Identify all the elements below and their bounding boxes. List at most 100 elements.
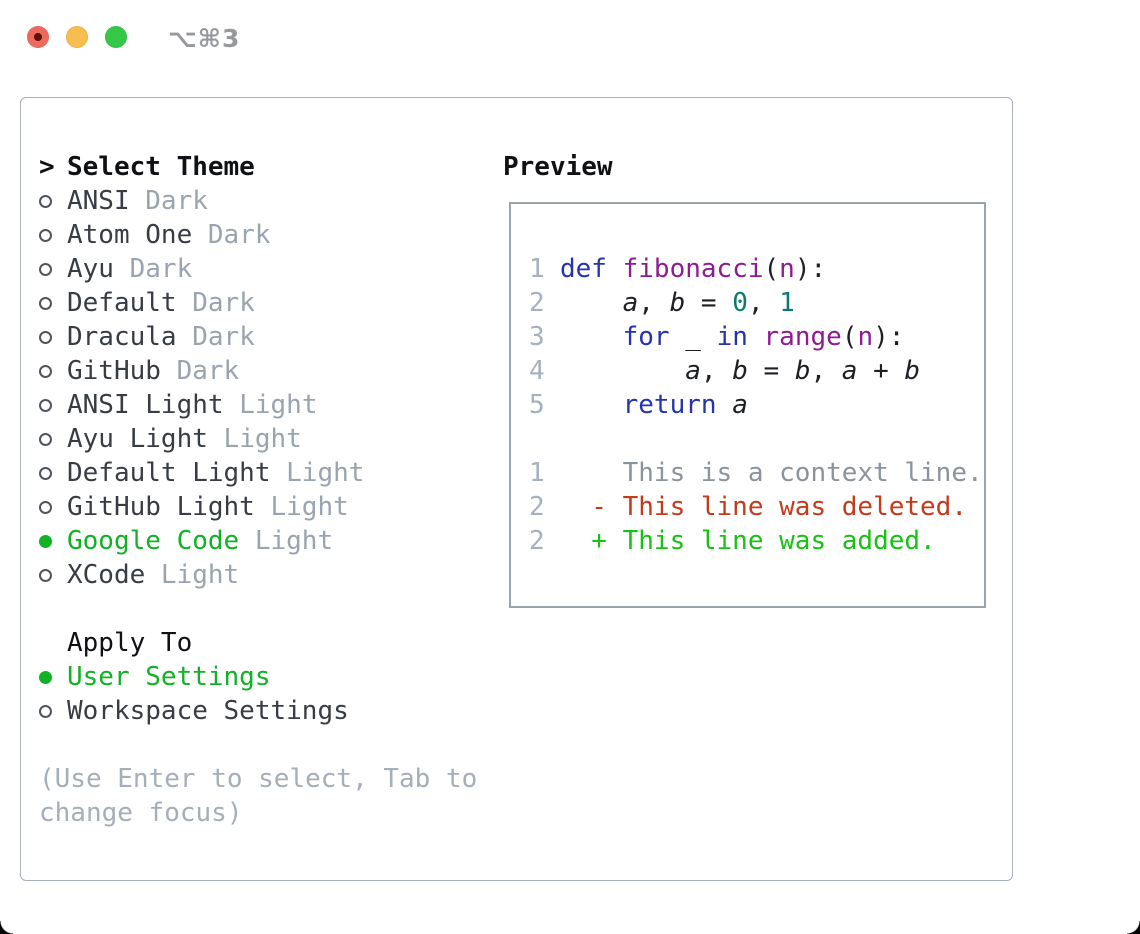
theme-option-default-light[interactable]: Default Light Light xyxy=(39,456,499,490)
radio-circle-icon xyxy=(39,500,52,514)
theme-list: ANSI Dark Atom One Dark Ayu Dark Default… xyxy=(39,184,499,592)
option-variant: Light xyxy=(207,424,302,454)
zoom-button[interactable] xyxy=(105,26,127,48)
apply-to-list: User Settings Workspace Settings xyxy=(39,660,499,728)
theme-option-xcode[interactable]: XCode Light xyxy=(39,558,499,592)
option-name: Workspace Settings xyxy=(67,696,349,726)
titlebar: ⌥⌘3 xyxy=(0,0,1140,80)
main-panel: > Select Theme ANSI Dark Atom One Dark A… xyxy=(20,97,1013,881)
line-content: - This line was deleted. xyxy=(560,492,967,522)
radio-circle-icon xyxy=(39,466,52,480)
option-name: Atom One xyxy=(67,220,193,250)
prompt-arrow-icon: > xyxy=(39,152,55,182)
window-title: ⌥⌘3 xyxy=(168,24,241,53)
code-line: 3 for _ in range(n): xyxy=(529,320,984,354)
apply-option-user-settings[interactable]: User Settings xyxy=(39,660,499,694)
line-number: 3 xyxy=(529,322,545,352)
radio-circle-icon xyxy=(39,398,52,412)
option-variant: Light xyxy=(223,390,318,420)
line-content: return a xyxy=(622,390,748,420)
option-variant: Dark xyxy=(129,186,208,216)
code-line xyxy=(529,422,984,456)
option-variant: Dark xyxy=(176,288,255,318)
line-number xyxy=(529,422,545,456)
option-variant: Light xyxy=(270,458,365,488)
minimize-button[interactable] xyxy=(66,26,88,48)
option-name: XCode xyxy=(67,560,146,590)
theme-option-ayu-light[interactable]: Ayu Light Light xyxy=(39,422,499,456)
code-line: 1 def fibonacci(n): xyxy=(529,252,984,286)
theme-option-dracula[interactable]: Dracula Dark xyxy=(39,320,499,354)
apply-to-title: Apply To xyxy=(67,628,193,658)
option-name: Ayu xyxy=(67,254,114,284)
line-content: def fibonacci(n): xyxy=(560,254,827,284)
radio-circle-icon xyxy=(39,568,52,582)
code-line: 1 This is a context line. xyxy=(529,456,984,490)
theme-picker: > Select Theme ANSI Dark Atom One Dark A… xyxy=(39,150,499,830)
option-name: Google Code xyxy=(67,526,240,556)
apply-to-header: Apply To xyxy=(39,626,499,660)
option-name: User Settings xyxy=(67,662,271,692)
option-variant: Light xyxy=(145,560,240,590)
option-name: Dracula xyxy=(67,322,177,352)
line-number: 4 xyxy=(529,356,545,386)
radio-circle-icon xyxy=(39,534,52,548)
traffic-lights xyxy=(27,26,127,48)
select-theme-header: > Select Theme xyxy=(39,150,499,184)
line-content: This is a context line. xyxy=(560,458,983,488)
option-variant: Dark xyxy=(192,220,271,250)
theme-option-atom-one[interactable]: Atom One Dark xyxy=(39,218,499,252)
radio-circle-icon xyxy=(39,296,52,310)
option-name: Default xyxy=(67,288,177,318)
line-content: + This line was added. xyxy=(560,526,936,556)
radio-circle-icon xyxy=(39,330,52,344)
option-name: GitHub xyxy=(67,356,161,386)
code-line: 2 a, b = 0, 1 xyxy=(529,286,984,320)
radio-circle-icon xyxy=(39,262,52,276)
spacer xyxy=(39,728,499,762)
option-variant: Dark xyxy=(113,254,193,284)
theme-option-ansi-light[interactable]: ANSI Light Light xyxy=(39,388,499,422)
spacer xyxy=(39,592,499,626)
option-variant: Dark xyxy=(160,356,240,386)
window-corner-bottom-left xyxy=(0,921,13,934)
theme-option-ansi[interactable]: ANSI Dark xyxy=(39,184,499,218)
option-variant: Light xyxy=(239,526,334,556)
theme-option-github[interactable]: GitHub Dark xyxy=(39,354,499,388)
option-name: ANSI xyxy=(67,186,130,216)
option-variant: Light xyxy=(254,492,349,522)
line-content: a, b = 0, 1 xyxy=(622,288,795,318)
hint-text: (Use Enter to select, Tab to change focu… xyxy=(39,764,478,828)
option-name: ANSI Light xyxy=(67,390,224,420)
window-corner-bottom-right xyxy=(1127,921,1140,934)
line-number: 2 xyxy=(529,492,545,522)
radio-circle-icon xyxy=(39,432,52,446)
option-name: GitHub Light xyxy=(67,492,255,522)
code-line: 2 + This line was added. xyxy=(529,524,984,558)
option-variant: Dark xyxy=(176,322,255,352)
theme-option-google-code[interactable]: Google Code Light xyxy=(39,524,499,558)
line-content: a, b = b, a + b xyxy=(685,356,921,386)
option-name: Default Light xyxy=(67,458,271,488)
line-number: 1 xyxy=(529,458,545,488)
line-number: 2 xyxy=(529,526,545,556)
radio-circle-icon xyxy=(39,194,52,208)
theme-option-default[interactable]: Default Dark xyxy=(39,286,499,320)
select-theme-title: Select Theme xyxy=(67,152,255,182)
radio-circle-icon xyxy=(39,704,52,718)
code-line: 5 return a xyxy=(529,388,984,422)
theme-option-ayu[interactable]: Ayu Dark xyxy=(39,252,499,286)
line-number: 2 xyxy=(529,288,545,318)
close-button[interactable] xyxy=(27,26,49,48)
line-content: for _ in range(n): xyxy=(622,322,905,352)
apply-option-workspace-settings[interactable]: Workspace Settings xyxy=(39,694,499,728)
code-line: 2 - This line was deleted. xyxy=(529,490,984,524)
radio-circle-icon xyxy=(39,364,52,378)
theme-option-github-light[interactable]: GitHub Light Light xyxy=(39,490,499,524)
radio-circle-icon xyxy=(39,228,52,242)
line-number: 1 xyxy=(529,254,545,284)
radio-circle-icon xyxy=(39,670,52,684)
